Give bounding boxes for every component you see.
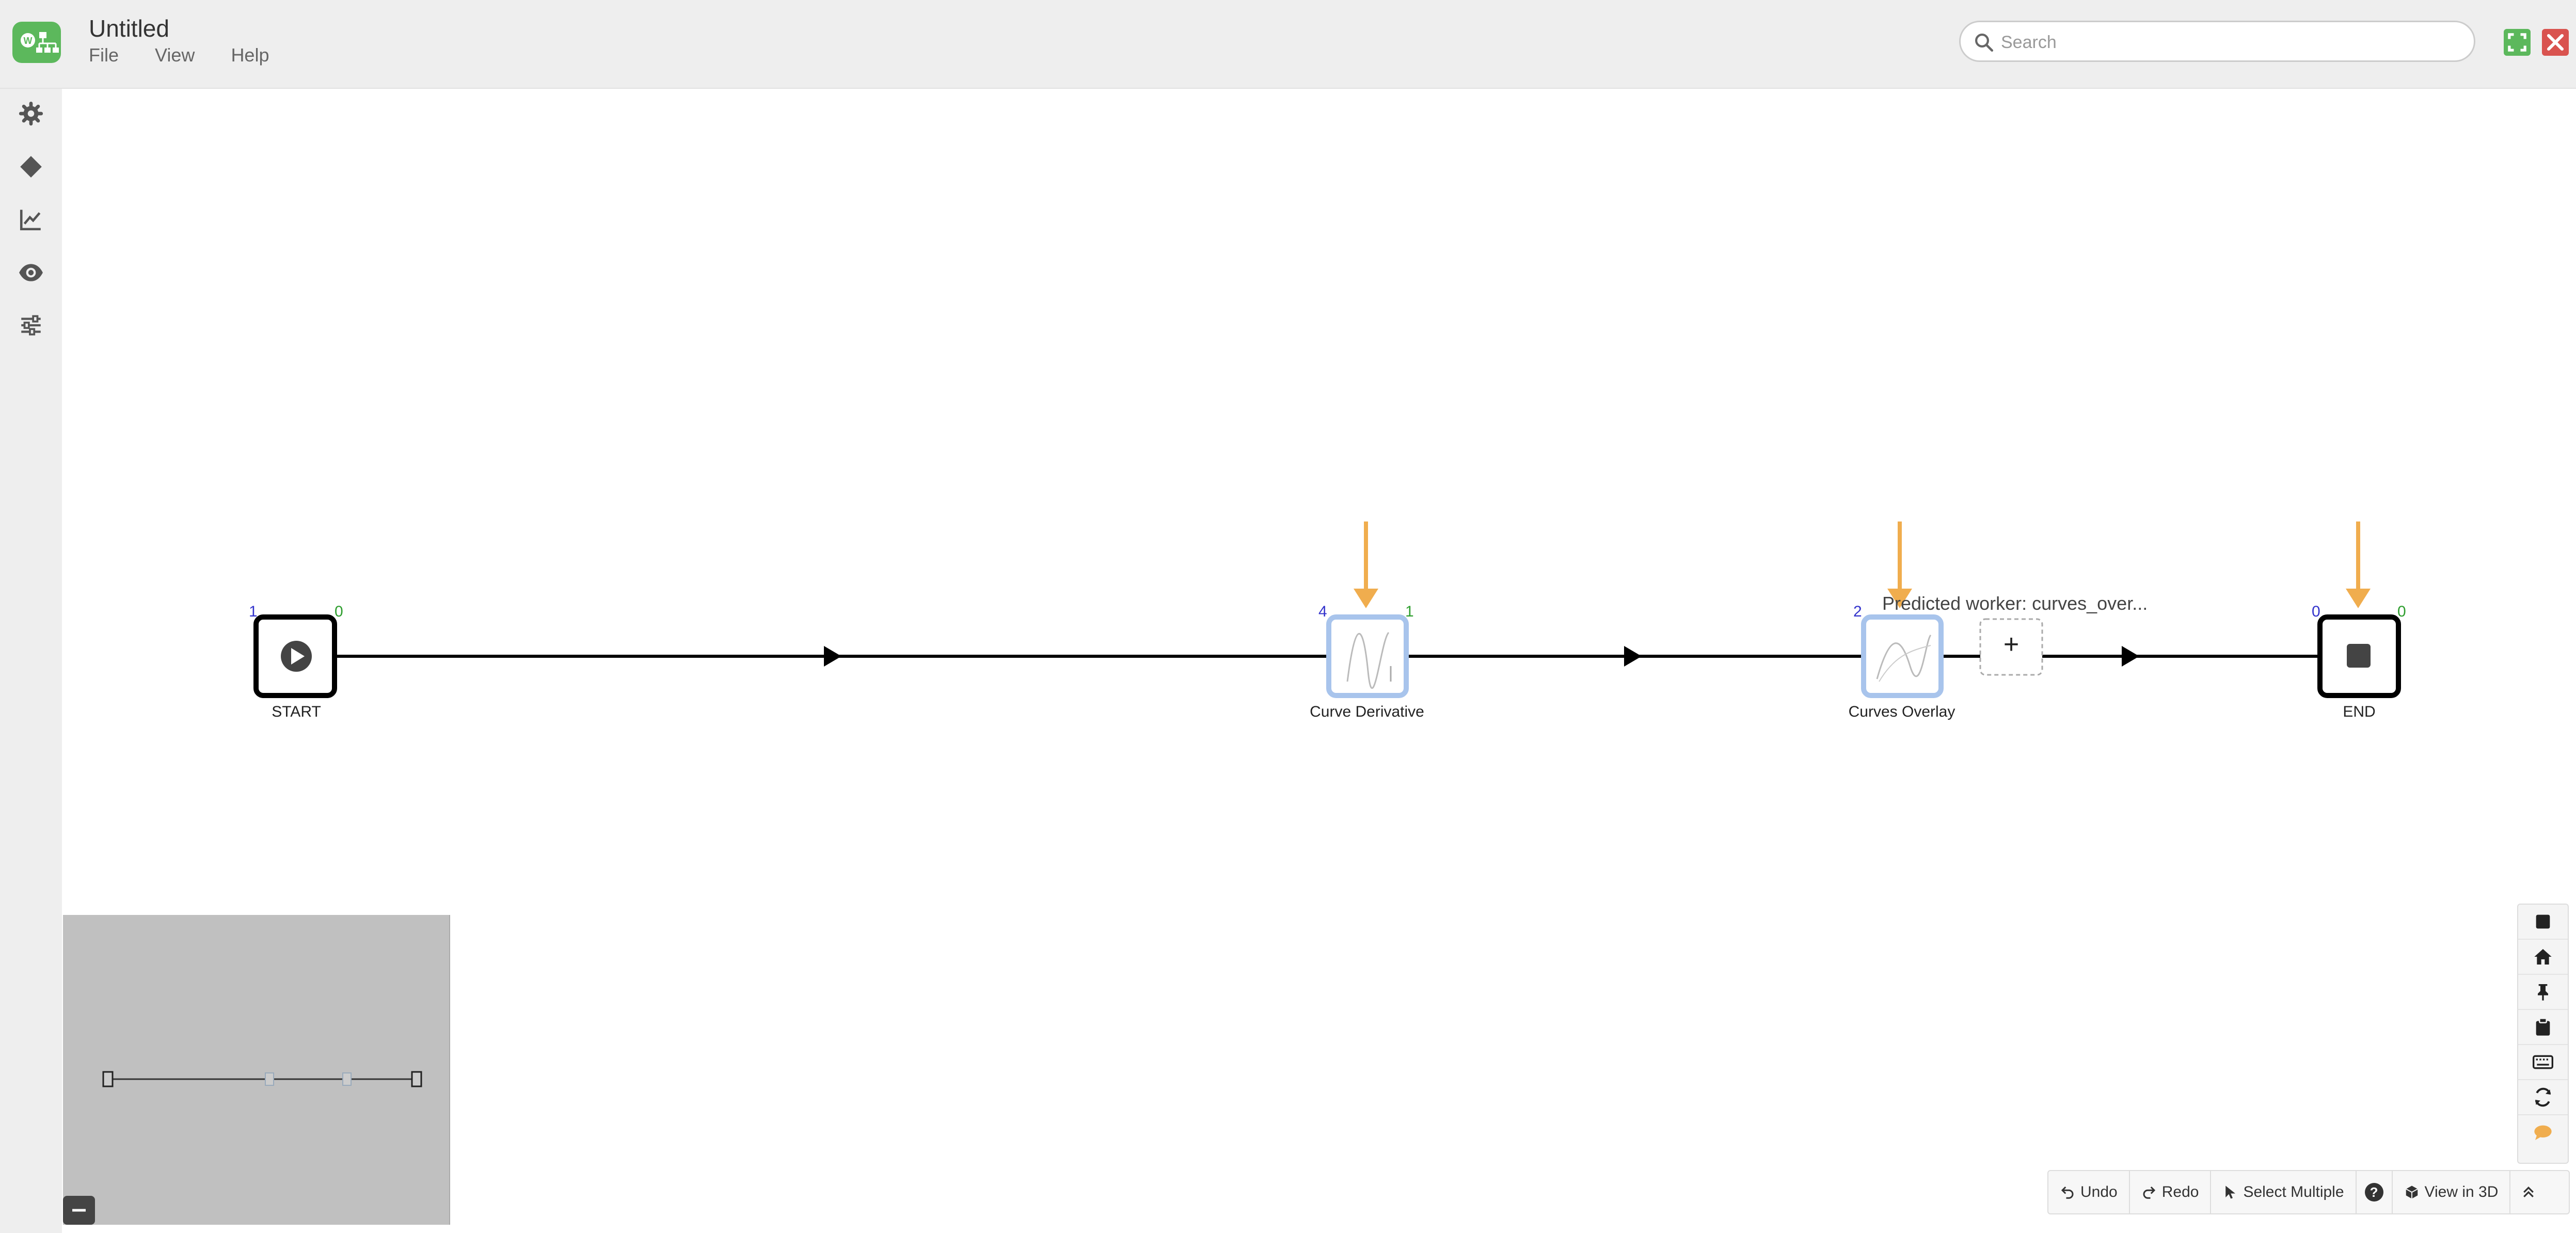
app-header: W Untitled File View Help: [0, 0, 2576, 89]
home-icon: [2534, 949, 2552, 965]
start-in-count: 1: [249, 603, 258, 620]
node-curves-overlay[interactable]: [1861, 614, 1944, 698]
stop-icon: [2347, 644, 2371, 668]
node-start[interactable]: [253, 614, 337, 698]
predicted-worker-text: Predicted worker: curves_over...: [1882, 593, 2148, 614]
select-multiple-button[interactable]: Select Multiple: [2211, 1171, 2357, 1213]
view-3d-label: View in 3D: [2424, 1183, 2499, 1200]
redo-label: Redo: [2161, 1183, 2199, 1200]
stop-icon: [2536, 914, 2550, 929]
sidebar-item-charts[interactable]: [10, 199, 52, 240]
redo-button[interactable]: Redo: [2130, 1171, 2212, 1213]
chat-button[interactable]: [2518, 1115, 2568, 1149]
right-toolbar: [2517, 904, 2569, 1164]
menu-view[interactable]: View: [155, 44, 195, 66]
select-multiple-label: Select Multiple: [2243, 1183, 2344, 1200]
edge-arrow: [2122, 646, 2139, 667]
app-title: Untitled: [89, 15, 169, 42]
close-button[interactable]: [2542, 29, 2569, 56]
keyboard-button[interactable]: [2518, 1045, 2568, 1080]
gear-icon: [19, 101, 43, 126]
app-logo: W: [12, 22, 61, 63]
sidebar-item-adjust[interactable]: [10, 305, 52, 346]
expand-button[interactable]: [2504, 29, 2531, 56]
bottom-toolbar: Undo Redo Select Multiple ? View in 3D: [2047, 1170, 2570, 1214]
sidebar-item-view[interactable]: [10, 252, 52, 293]
undo-label: Undo: [2080, 1183, 2118, 1200]
refresh-icon: [2535, 1087, 2551, 1107]
minimap-collapse-button[interactable]: [63, 1196, 95, 1225]
menu-file[interactable]: File: [89, 44, 119, 66]
workflow-canvas[interactable]: [63, 89, 2576, 1233]
node-end[interactable]: [2317, 614, 2401, 698]
derivative-out-count: 1: [1405, 603, 1414, 620]
search-box[interactable]: [1959, 21, 2475, 62]
sliders-icon: [21, 315, 41, 336]
curves-overlay-icon: [1876, 634, 1932, 679]
add-node-button[interactable]: [1979, 618, 2043, 676]
curve-derivative-label: Curve Derivative: [1310, 703, 1424, 720]
stop-button[interactable]: [2518, 905, 2568, 940]
start-out-count: 0: [335, 603, 343, 620]
keyboard-icon: [2533, 1055, 2553, 1069]
expand-icon: [2508, 33, 2526, 52]
search-input[interactable]: [2000, 27, 2456, 57]
start-label: START: [272, 703, 321, 720]
edge-arrow: [824, 646, 841, 667]
add-node-plus[interactable]: +: [2003, 629, 2020, 659]
search-icon: [1975, 34, 1994, 52]
clipboard-icon: [2536, 1018, 2550, 1036]
diamond-icon: [20, 156, 42, 178]
expand-up-button[interactable]: [2510, 1171, 2547, 1213]
minus-icon: [72, 1209, 86, 1212]
view-3d-button[interactable]: View in 3D: [2393, 1171, 2511, 1213]
undo-button[interactable]: Undo: [2048, 1171, 2130, 1213]
close-icon: [2547, 34, 2564, 51]
menu-help[interactable]: Help: [231, 44, 269, 66]
cube-icon: [2405, 1185, 2418, 1199]
menu-bar: File View Help: [89, 44, 300, 66]
overlay-in-count: 2: [1853, 603, 1862, 620]
refresh-button[interactable]: [2518, 1080, 2568, 1115]
sidebar-item-settings[interactable]: [10, 93, 52, 134]
end-out-count: 0: [2397, 603, 2406, 620]
edge-arrow: [1624, 646, 1642, 667]
derivative-in-count: 4: [1318, 603, 1327, 620]
end-label: END: [2343, 703, 2376, 720]
redo-icon: [2143, 1186, 2155, 1199]
curves-overlay-label: Curves Overlay: [1848, 703, 1955, 720]
clipboard-button[interactable]: [2518, 1010, 2568, 1045]
pin-button[interactable]: [2518, 975, 2568, 1010]
line-chart-icon: [20, 210, 41, 231]
svg-text:W: W: [24, 36, 33, 46]
chat-icon: [2534, 1125, 2552, 1140]
minimap-graph: [102, 1071, 422, 1087]
help-button[interactable]: ?: [2357, 1171, 2393, 1213]
pin-icon: [2538, 984, 2548, 1001]
node-curve-derivative[interactable]: [1326, 614, 1409, 698]
minimap[interactable]: [63, 915, 450, 1225]
curve-derivative-icon: [1346, 631, 1390, 689]
help-icon: ?: [2364, 1183, 2383, 1202]
cursor-icon: [2225, 1185, 2236, 1199]
double-chevron-up-icon: [2523, 1186, 2534, 1197]
sidebar-item-nodes[interactable]: [10, 146, 52, 187]
home-button[interactable]: [2518, 940, 2568, 975]
end-in-count: 0: [2312, 603, 2320, 620]
eye-icon: [19, 264, 43, 281]
undo-icon: [2061, 1186, 2074, 1199]
